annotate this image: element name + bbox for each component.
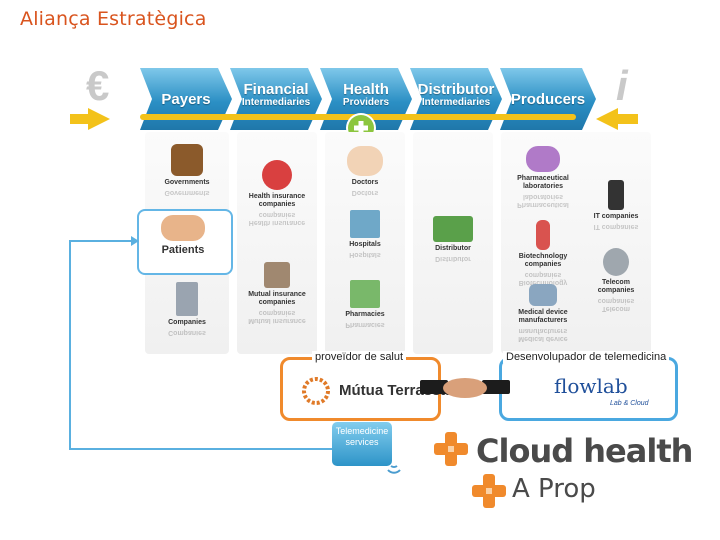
safe-icon — [264, 262, 290, 288]
column-distributor — [413, 132, 493, 354]
info-arrow-shaft — [616, 114, 638, 124]
payment-arrow-shaft — [70, 114, 90, 124]
item-reflection: Pharmacies — [345, 321, 385, 328]
device-icon — [529, 284, 557, 306]
header-label: Financial — [243, 81, 309, 98]
a-prop-logo: A Prop — [512, 474, 596, 504]
heart-icon — [262, 160, 292, 190]
header-sublabel: Intermediaries — [421, 97, 491, 108]
phone-icon — [608, 180, 624, 210]
doctors-icon — [347, 146, 383, 176]
mutua-logo-icon — [302, 377, 330, 405]
item-label: IT companies — [593, 213, 639, 220]
item-patients[interactable]: Patients — [150, 215, 216, 256]
handshake-icon — [420, 378, 510, 398]
item-pharma-labs: Pharmaceutical laboratories Pharmaceutic… — [506, 146, 580, 208]
euro-icon: € — [86, 62, 110, 109]
item-companies: Companies Companies — [150, 282, 224, 336]
column-producers — [501, 132, 651, 354]
header-label: Health — [343, 81, 389, 98]
item-hospitals: Hospitals Hospitals — [330, 210, 400, 258]
satellite-icon — [603, 248, 629, 276]
item-label: Companies — [168, 319, 206, 326]
briefcase-icon — [171, 144, 203, 176]
header-label: Payers — [161, 91, 211, 108]
hospital-icon — [350, 210, 380, 238]
info-arrow-icon — [596, 108, 618, 130]
header-distributor: Distributor Intermediaries — [410, 68, 502, 130]
header-label: Distributor — [417, 81, 495, 98]
item-distributor: Distributor Distributor — [418, 216, 488, 262]
health-provider-box: Mútua Terrassa — [280, 357, 449, 421]
payment-arrow-icon — [88, 108, 110, 130]
dna-icon — [536, 220, 550, 250]
item-label: Pharmacies — [345, 311, 385, 318]
item-label: Medical device manufacturers — [518, 309, 568, 324]
item-medical-devices: Medical device manufacturers Medical dev… — [506, 284, 580, 342]
flowlab-tagline: Lab & Cloud — [610, 400, 649, 407]
item-pharmacies: Pharmacies Pharmacies — [330, 280, 400, 328]
item-label: Distributor — [435, 245, 471, 252]
item-reflection: Distributor — [435, 255, 471, 262]
header-sublabel: Intermediaries — [241, 97, 311, 108]
flasks-icon — [526, 146, 560, 172]
a-prop-cross-icon — [472, 474, 506, 508]
header-label: Producers — [510, 91, 586, 108]
item-reflection: Medical device manufacturers — [518, 327, 568, 342]
item-reflection: Doctors — [351, 189, 379, 196]
item-label: Biotechnology companies — [518, 253, 568, 268]
telemedicine-developer-box: flowlab Lab & Cloud — [499, 357, 678, 421]
item-it-companies: IT companies IT companies — [586, 180, 646, 230]
page-title: Aliança Estratègica — [20, 8, 207, 30]
item-label: Hospitals — [349, 241, 381, 248]
flowlab-logo-text: flowlab — [554, 374, 628, 398]
wifi-icon — [387, 465, 401, 474]
item-governments: Governments Governments — [150, 144, 224, 196]
header-payers: Payers — [140, 68, 232, 130]
item-biotech: Biotechnology companies Biotechnology co… — [506, 220, 580, 286]
people-icon — [161, 215, 205, 241]
item-reflection: IT companies — [593, 223, 639, 230]
item-label: Patients — [161, 244, 205, 256]
item-label: Pharmaceutical laboratories — [517, 175, 569, 190]
item-telecom: Telecom companies Telecom companies — [586, 248, 646, 312]
loop-line-bottom — [69, 448, 332, 450]
item-label: Health insurance companies — [248, 193, 306, 208]
item-reflection: Hospitals — [349, 251, 381, 258]
pharmacy-icon — [350, 280, 380, 308]
health-provider-label: proveïdor de salut — [312, 351, 407, 363]
truck-icon — [433, 216, 473, 242]
item-reflection: Governments — [164, 189, 210, 196]
header-producers: Producers — [500, 68, 596, 130]
telemedicine-services-button[interactable]: Telemedicine services — [332, 422, 392, 466]
item-label: Mutual insurance companies — [248, 291, 306, 306]
item-label: Telecom companies — [597, 279, 635, 294]
item-mutual-insurance: Mutual insurance companies Mutual insura… — [242, 262, 312, 324]
item-health-insurance: Health insurance companies Health insura… — [242, 160, 312, 226]
item-reflection: Health insurance companies — [248, 211, 306, 226]
item-label: Doctors — [351, 179, 379, 186]
loop-line-vertical — [69, 240, 71, 450]
loop-line-top — [69, 240, 133, 242]
item-reflection: Telecom companies — [597, 297, 635, 312]
item-doctors: Doctors Doctors — [330, 146, 400, 196]
header-financial: Financial Intermediaries — [230, 68, 322, 130]
telemedicine-label: Telemedicine services — [335, 426, 389, 447]
item-label: Governments — [164, 179, 210, 186]
cloud-health-cross-icon — [434, 432, 468, 466]
info-icon: i — [616, 62, 628, 109]
telemedicine-developer-label: Desenvolupador de telemedicina — [503, 351, 670, 363]
header-sublabel: Providers — [342, 97, 390, 108]
item-reflection: Companies — [168, 329, 206, 336]
loop-arrow-icon — [131, 236, 139, 246]
item-reflection: Mutual insurance companies — [248, 309, 306, 324]
item-reflection: Pharmaceutical laboratories — [517, 193, 569, 208]
building-icon — [176, 282, 198, 316]
cloud-health-logo: Cloud health — [476, 432, 693, 470]
